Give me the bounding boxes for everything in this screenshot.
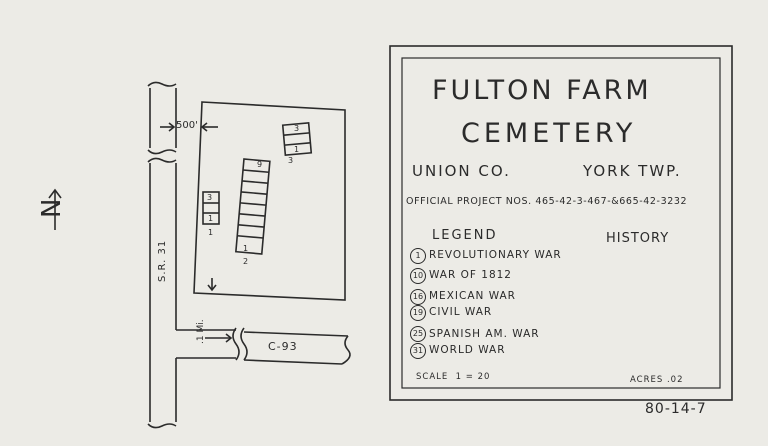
acres-label: ACRES .02 — [630, 375, 684, 385]
legend-number-badge: 25 — [410, 326, 426, 342]
title-line-1: FULTON FARM — [432, 75, 652, 106]
drawing-number: 80-14-7 — [645, 401, 707, 417]
section-1-bottom: 1 — [208, 214, 214, 223]
north-arrow-icon — [48, 188, 62, 230]
section-2-top: 9 — [257, 160, 263, 169]
north-label: N — [37, 198, 67, 218]
legend-number-badge: 31 — [410, 343, 426, 359]
road-label: S.R. 31 — [157, 239, 168, 282]
legend-label: WORLD WAR — [429, 344, 506, 356]
title-block-inner — [401, 57, 721, 389]
cemetery-boundary — [193, 101, 346, 301]
burial-section-3 — [281, 122, 313, 156]
county-road-label: C-93 — [268, 340, 298, 353]
project-numbers: OFFICIAL PROJECT NOS. 465-42-3-467-&665-… — [406, 196, 688, 207]
title-line-2: CEMETERY — [461, 118, 637, 149]
township-label: YORK TWP. — [583, 162, 682, 180]
state-route-upper-segment — [147, 81, 177, 155]
distance-dimension — [205, 333, 233, 343]
scale-label: SCALE 1 = 20 — [416, 372, 491, 382]
section-2-bottom: 1 — [243, 244, 249, 253]
legend-number-badge: 1 — [410, 248, 426, 264]
county-label: UNION CO. — [412, 162, 511, 180]
county-road — [176, 327, 351, 365]
legend-label: REVOLUTIONARY WAR — [429, 249, 562, 261]
legend-label: WAR OF 1812 — [429, 269, 512, 281]
distance-label: .1 Mi. — [196, 319, 206, 344]
section-3-bottom: 1 — [294, 145, 300, 154]
burial-section-1 — [202, 191, 220, 225]
legend-number-badge: 10 — [410, 268, 426, 284]
legend-label: SPANISH AM. WAR — [429, 328, 540, 340]
section-2-label: 2 — [243, 257, 249, 266]
title-block-outer — [389, 45, 733, 401]
legend-number-badge: 16 — [410, 289, 426, 305]
section-1-label: 1 — [208, 228, 214, 237]
setback-label: 500' — [176, 120, 198, 131]
history-heading: HISTORY — [606, 231, 670, 246]
state-route-lower-segment — [147, 157, 177, 429]
section-3-label: 3 — [288, 156, 294, 165]
burial-section-2 — [234, 158, 271, 255]
section-3-top: 3 — [294, 124, 300, 133]
legend-label: MEXICAN WAR — [429, 290, 516, 302]
legend-heading: LEGEND — [432, 228, 498, 243]
legend-number-badge: 19 — [410, 305, 426, 321]
section-1-top: 3 — [207, 193, 213, 202]
setback-dimension — [160, 122, 218, 132]
legend-label: CIVIL WAR — [429, 306, 493, 318]
